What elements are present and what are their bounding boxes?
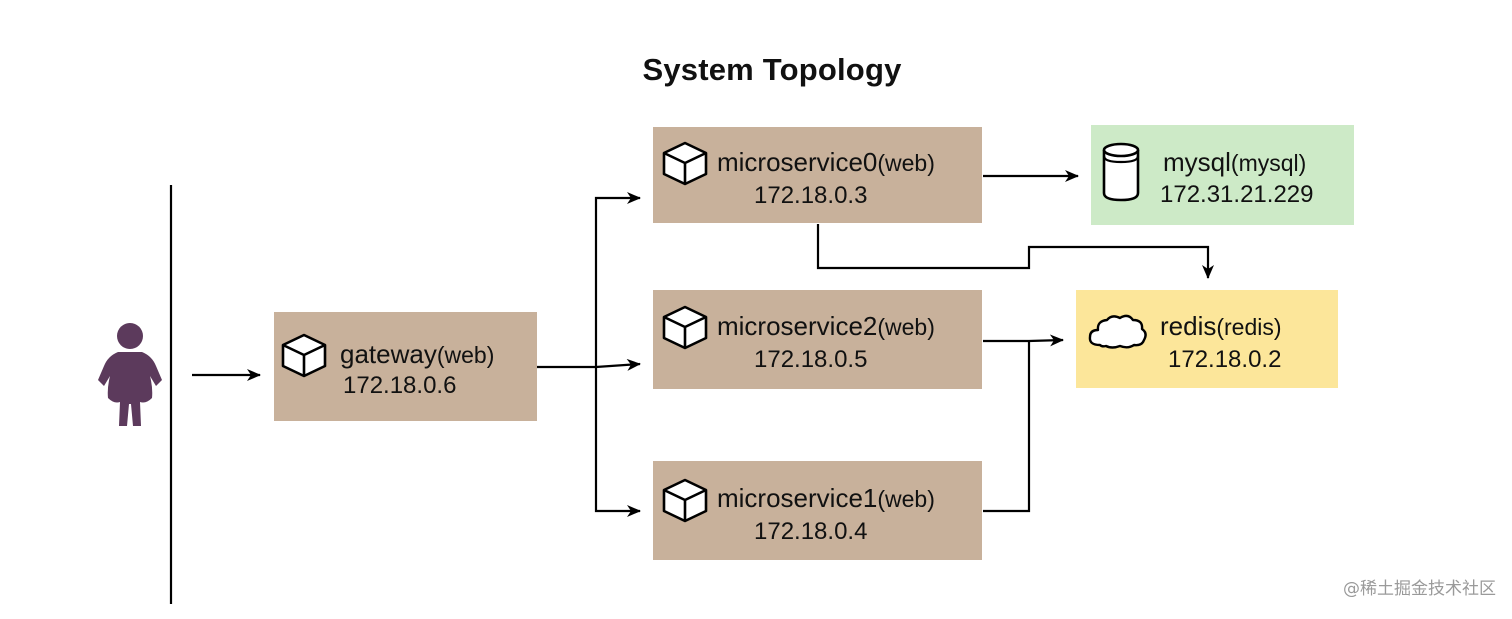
watermark: @稀土掘金技术社区 xyxy=(1343,579,1496,599)
node-redis[interactable]: redis(redis) 172.18.0.2 xyxy=(1076,290,1338,388)
cube-icon xyxy=(662,478,708,523)
user-figure-icon xyxy=(98,323,162,426)
node-type: (web) xyxy=(877,150,935,176)
edge-microservice1-redis xyxy=(983,341,1031,513)
node-gateway[interactable]: gateway(web) 172.18.0.6 xyxy=(274,312,537,421)
node-ip: 172.18.0.5 xyxy=(754,346,868,373)
node-mysql[interactable]: mysql(mysql) 172.31.21.229 xyxy=(1091,125,1354,225)
node-ip: 172.31.21.229 xyxy=(1160,181,1314,208)
node-name: redis xyxy=(1160,311,1217,341)
node-type: (mysql) xyxy=(1230,150,1307,176)
node-name: gateway xyxy=(340,339,437,369)
cube-icon xyxy=(662,141,708,186)
cube-icon xyxy=(662,305,708,350)
node-type: (web) xyxy=(877,314,935,340)
node-microservice1[interactable]: microservice1(web) 172.18.0.4 xyxy=(653,461,982,560)
node-name: mysql xyxy=(1163,147,1231,177)
node-name: microservice2 xyxy=(717,311,878,341)
node-ip: 172.18.0.2 xyxy=(1168,346,1282,373)
node-ip: 172.18.0.6 xyxy=(343,372,457,399)
node-microservice2[interactable]: microservice2(web) 172.18.0.5 xyxy=(653,290,982,389)
node-microservice0[interactable]: microservice0(web) 172.18.0.3 xyxy=(653,127,982,223)
node-name: microservice0 xyxy=(717,147,878,177)
database-cylinder-icon xyxy=(1102,142,1140,202)
edge-microservice2-redis xyxy=(983,334,1064,347)
node-type: (redis) xyxy=(1216,314,1282,340)
edge-microservice0-redis xyxy=(816,224,1214,279)
node-ip: 172.18.0.4 xyxy=(754,518,868,545)
edge-gateway-microservice2 xyxy=(537,358,641,371)
node-type: (web) xyxy=(877,486,935,512)
edge-gateway-microservice1 xyxy=(594,367,641,517)
node-name: microservice1 xyxy=(717,483,878,513)
edge-gateway-microservice0 xyxy=(594,192,641,367)
node-ip: 172.18.0.3 xyxy=(754,182,868,209)
diagram-title: System Topology xyxy=(642,52,902,87)
cloud-icon xyxy=(1088,314,1147,349)
node-type: (web) xyxy=(436,342,495,368)
cube-icon xyxy=(281,333,327,378)
